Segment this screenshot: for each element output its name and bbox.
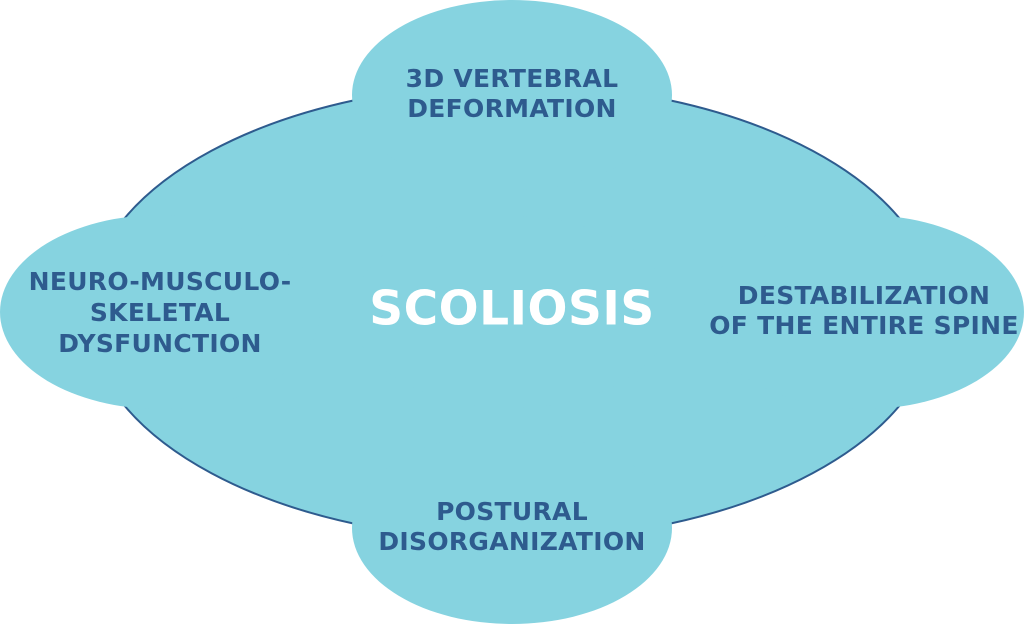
node-neuro-musculo-skeletal-dysfunction: NEURO-MUSCULO- SKELETAL DYSFUNCTION xyxy=(0,215,320,409)
node-postural-disorganization: POSTURAL DISORGANIZATION xyxy=(352,432,672,624)
node-bottom-shape xyxy=(352,432,672,624)
node-right-shape xyxy=(704,215,1024,409)
node-top-label-line2: DEFORMATION xyxy=(407,94,617,123)
node-top-label-line1: 3D VERTEBRAL xyxy=(406,64,619,93)
node-scoliosis: SCOLIOSIS xyxy=(352,216,672,408)
node-destabilization-of-the-entire-spine: DESTABILIZATION OF THE ENTIRE SPINE xyxy=(704,215,1024,409)
node-right-label-line2: OF THE ENTIRE SPINE xyxy=(709,311,1019,340)
node-top-shape xyxy=(352,0,672,190)
node-bottom-label-line2: DISORGANIZATION xyxy=(378,527,645,556)
node-right-label-line1: DESTABILIZATION xyxy=(738,281,990,310)
node-3d-vertebral-deformation: 3D VERTEBRAL DEFORMATION xyxy=(352,0,672,190)
center-label: SCOLIOSIS xyxy=(369,282,654,337)
node-left-label-line2: SKELETAL xyxy=(90,298,230,327)
node-center-shape xyxy=(352,216,672,408)
node-left-label-line1: NEURO-MUSCULO- xyxy=(29,267,292,296)
node-bottom-label-line1: POSTURAL xyxy=(436,497,588,526)
node-left-shape xyxy=(0,215,320,409)
node-left-label-line3: DYSFUNCTION xyxy=(58,329,262,358)
